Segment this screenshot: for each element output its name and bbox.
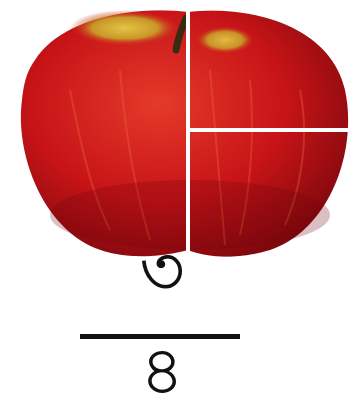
apple-highlight-left [70, 10, 180, 46]
apple-illustration [0, 0, 354, 260]
fraction-numerator: ৩ [112, 236, 212, 316]
apple-highlight-right [195, 26, 255, 54]
fraction-denominator: ৪ [112, 338, 212, 408]
